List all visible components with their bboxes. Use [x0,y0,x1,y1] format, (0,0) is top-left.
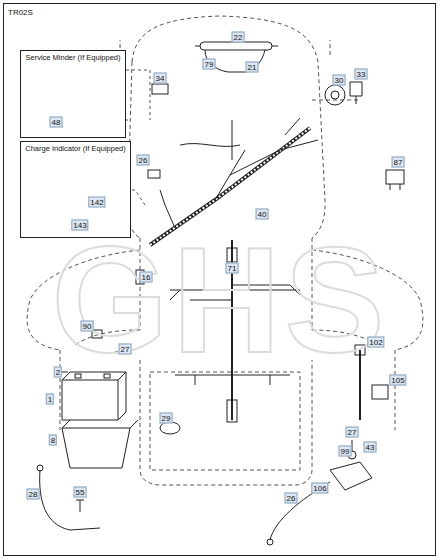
callout-number: 71 [226,263,239,274]
callout-number: 79 [203,59,216,70]
diagram-code: TR02S [8,8,33,17]
callout-number: 55 [74,487,87,498]
callout-number: 26 [137,155,150,166]
inset-heading: Service Minder (If Equipped) [21,51,125,62]
callout-number: 21 [246,62,259,73]
callout-number: 16 [140,272,153,283]
callout-number: 34 [154,73,167,84]
callout-number: 27 [346,427,359,438]
frame [4,4,436,556]
callout-number: 1 [46,394,54,405]
inset-heading: Charge Indicator (If Equipped) [21,142,130,153]
inset-panel: Service Minder (If Equipped) [20,50,126,138]
callout-number: 105 [389,375,406,386]
callout-number: 28 [27,489,40,500]
callout-number: 8 [49,435,57,446]
callout-number: 142 [88,197,105,208]
callout-number: 40 [256,209,269,220]
callout-number: 26 [285,493,298,504]
callout-number: 87 [392,157,405,168]
callout-number: 29 [160,413,173,424]
callout-number: 43 [364,442,377,453]
callout-number: 106 [311,483,328,494]
callout-number: 143 [71,220,88,231]
callout-number: 22 [232,32,245,43]
callout-number: 48 [50,117,63,128]
callout-number: 33 [355,69,368,80]
callout-number: 99 [339,446,352,457]
watermark: GHS [51,214,388,387]
callout-number: 102 [367,337,384,348]
callout-number: 90 [81,321,94,332]
callout-number: 2 [54,367,62,378]
callout-number: 27 [119,344,132,355]
callout-number: 30 [333,75,346,86]
